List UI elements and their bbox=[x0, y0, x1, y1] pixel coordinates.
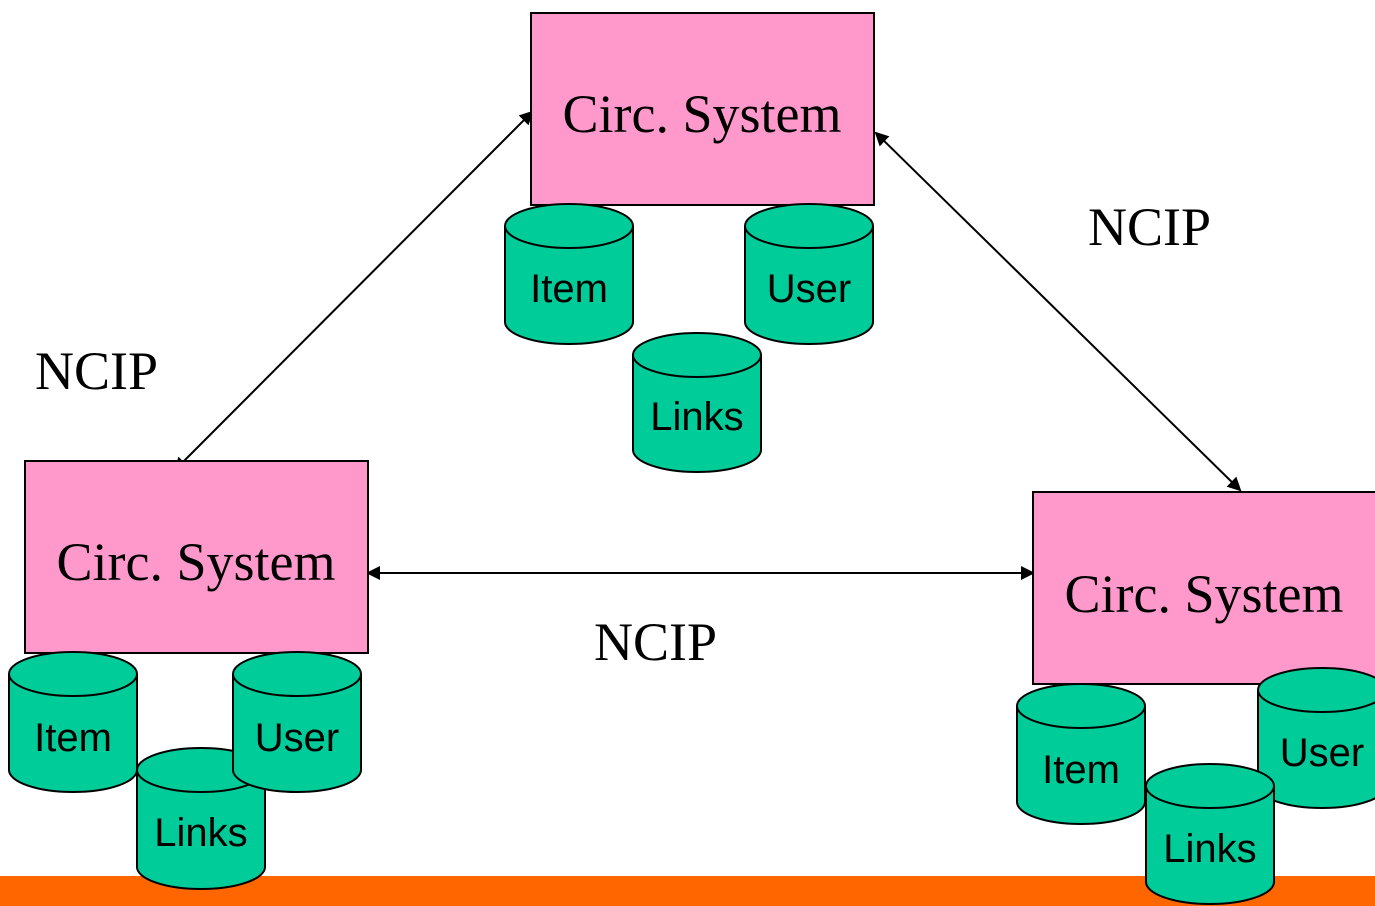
database-right-item-label: Item bbox=[1042, 748, 1120, 792]
database-right-user-label: User bbox=[1280, 731, 1364, 775]
circ-system-right-label: Circ. System bbox=[1065, 564, 1344, 624]
database-left-links-label: Links bbox=[154, 811, 247, 855]
circ-system-top-box bbox=[530, 12, 875, 206]
circ-system-left: Circ. System bbox=[24, 460, 369, 654]
database-left-user-label: User bbox=[255, 716, 339, 760]
database-right-user: User bbox=[1257, 667, 1375, 809]
database-left-item-label: Item bbox=[34, 716, 112, 760]
database-top-user-label: User bbox=[767, 267, 851, 311]
database-top-links-label: Links bbox=[650, 395, 743, 439]
database-top-user: User bbox=[744, 203, 874, 345]
ncip-label-left-right: NCIP bbox=[594, 612, 717, 672]
circ-system-top: Circ. System bbox=[530, 12, 875, 206]
database-right-item: Item bbox=[1016, 683, 1146, 825]
ncip-label-left-top: NCIP bbox=[35, 341, 158, 401]
database-right-links: Links bbox=[1145, 763, 1275, 905]
circ-system-top-label: Circ. System bbox=[563, 84, 842, 144]
database-top-links: Links bbox=[632, 332, 762, 473]
database-left-user: User bbox=[232, 651, 362, 793]
circ-system-left-label: Circ. System bbox=[57, 532, 336, 592]
database-top-item-label: Item bbox=[530, 267, 608, 311]
circ-system-right-box bbox=[1032, 491, 1375, 685]
database-right-links-label: Links bbox=[1163, 827, 1256, 871]
database-top-item: Item bbox=[504, 203, 634, 345]
connector-top-right bbox=[874, 131, 1242, 492]
circ-system-right: Circ. System bbox=[1032, 491, 1375, 685]
ncip-label-top-right: NCIP bbox=[1088, 197, 1211, 257]
database-left-item: Item bbox=[8, 651, 138, 793]
circ-system-left-box bbox=[24, 460, 369, 654]
connector-left-top bbox=[173, 110, 534, 472]
